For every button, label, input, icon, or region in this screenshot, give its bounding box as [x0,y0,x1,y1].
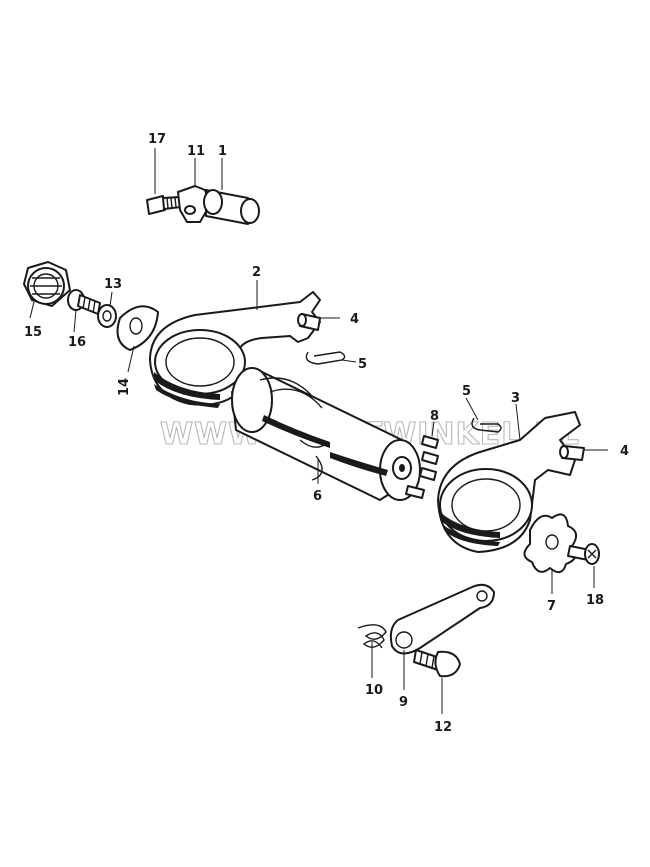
label-13: 13 [104,277,122,292]
part-5-clip-upper [305,351,346,365]
label-17: 17 [148,132,166,147]
part-labels: 17 11 1 13 2 15 16 4 14 5 5 8 3 4 6 7 18… [24,132,629,735]
part-6-shift-drum [231,367,421,501]
label-7: 7 [547,599,556,614]
part-2-shift-fork [149,291,321,408]
part-10-spring [357,624,387,649]
part-18-screw [567,543,600,565]
label-5-lower: 5 [462,384,471,399]
part-1-pin [203,189,260,225]
label-3: 3 [511,391,520,406]
part-4-pin-upper [297,313,321,331]
part-13-washer [97,304,117,328]
label-12: 12 [434,720,452,735]
label-9: 9 [399,695,408,710]
part-4-pin-lower [559,445,585,461]
part-16-bolt [67,289,101,315]
label-5-upper: 5 [358,357,367,372]
label-4-lower: 4 [620,444,629,459]
part-17-screw [146,195,182,215]
part-8-dowel-pins [405,435,439,499]
label-8: 8 [430,409,439,424]
part-12-bolt [413,649,461,678]
part-15-nut [23,261,71,307]
label-4-upper: 4 [350,312,359,327]
label-2: 2 [252,265,261,280]
label-18: 18 [586,593,604,608]
part-7-star-plate [523,513,578,574]
label-14: 14 [117,378,132,396]
label-15: 15 [24,325,42,340]
label-16: 16 [68,335,86,350]
part-14-washer [116,305,159,351]
label-1: 1 [218,144,227,159]
part-3-shift-fork [437,411,581,553]
part-9-arm [389,583,495,655]
label-11: 11 [187,144,205,159]
leader-lines [29,148,608,714]
label-10: 10 [365,683,383,698]
label-6: 6 [313,489,322,504]
part-5-clip-lower [471,417,502,433]
